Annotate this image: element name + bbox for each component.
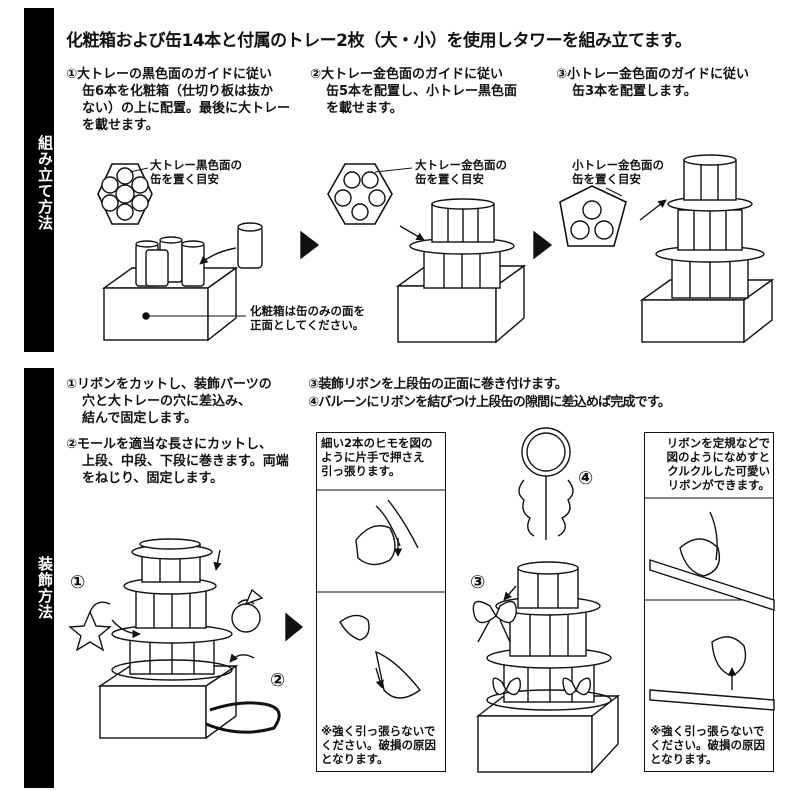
headline: 化粧箱および缶14本と付属のトレー2枚（大・小）を使用しタワーを組み立てます。 [66, 31, 692, 51]
decorate-step-4: ④バルーンにリボンを結びつけ上段缶の隙間に差込めば完成です。 [308, 395, 671, 410]
apple-ornament-icon [231, 588, 264, 633]
decorate-step-2: ②モールを適当な長さにカットし、 上段、中段、下段に巻きます。両端 をねじり、固… [66, 437, 289, 486]
single-can [237, 222, 263, 269]
hand-pulling-ribbon-2 [339, 614, 422, 699]
hand-ruler-ribbon-1 [649, 511, 775, 611]
decorated-tower-right [486, 561, 612, 711]
callout-large-black: 大トレー黒色面の缶を置く目安 [150, 158, 242, 186]
tip-left-text: 細い2本のヒモを図のように片手で押さえ引っ張ります。 [321, 436, 433, 478]
hex-guide-large-black [97, 163, 153, 225]
marker-2: ② [270, 670, 286, 691]
marker-3: ③ [470, 572, 486, 593]
small-bow-icon-2 [562, 677, 591, 696]
hand-pulling-ribbon-1 [355, 499, 419, 566]
tip-right-text: リボンを定規などで図のようになめすとクルクルした可愛いリボンができます。 [666, 436, 771, 492]
small-bow-icon [492, 677, 521, 696]
step-arrow-3 [285, 612, 304, 642]
hand-ruler-ribbon-2 [649, 636, 775, 711]
pentagon-guide-small-gold [559, 185, 627, 247]
tower-3 [655, 154, 765, 299]
section-label-decorate: 装飾方法 [36, 556, 54, 620]
step-arrow-1 [300, 230, 320, 260]
hex-guide-large-gold [327, 163, 393, 225]
section-bar-assemble: 組み立て方法 [24, 8, 54, 352]
mohair-ring [205, 701, 281, 734]
warn-left-text: ※強く引っ張らないでください。破損の原因となります。 [321, 724, 436, 766]
assemble-step-2: ②大トレー金色面のガイドに従い 缶5本を配置し、小トレー黒色面 を載せます。 [310, 67, 518, 116]
section-label-assemble: 組み立て方法 [36, 135, 54, 231]
marker-4: ④ [578, 468, 594, 489]
section-bar-decorate: 装飾方法 [24, 368, 54, 788]
star-ornament-icon [68, 601, 112, 652]
assemble-step-3: ③小トレー金色面のガイドに従い 缶3本を配置します。 [556, 67, 750, 99]
decorated-tower-left [111, 538, 233, 681]
callout-small-gold: 小トレー金色面の缶を置く目安 [572, 158, 664, 186]
bow-ribbon-icon [472, 600, 517, 643]
warn-right-text: ※強く引っ張らないでください。破損の原因となります。 [650, 724, 765, 766]
tower-2 [409, 198, 515, 289]
step-arrow-2 [533, 230, 553, 260]
assemble-step-1: ①大トレーの黒色面のガイドに従い 缶6本を化粧箱（仕切り板は抜か ない）の上に配… [66, 67, 291, 133]
callout-box-note: 化粧箱は缶のみの面を正面としてください。 [250, 304, 365, 332]
cans-row-1 [135, 236, 205, 287]
marker-1: ① [70, 572, 86, 593]
tip-box-left [316, 432, 446, 772]
decorate-step-3: ③装飾リボンを上段缶の正面に巻き付けます。 [308, 377, 568, 392]
balloon [518, 427, 574, 540]
decorate-step-1: ①リボンをカットし、装飾パーツの 穴と大トレーの穴に差込み、 結んで固定します。 [66, 377, 272, 426]
callout-large-gold: 大トレー金色面の缶を置く目安 [415, 158, 507, 186]
cosmetic-box-5 [475, 694, 621, 774]
